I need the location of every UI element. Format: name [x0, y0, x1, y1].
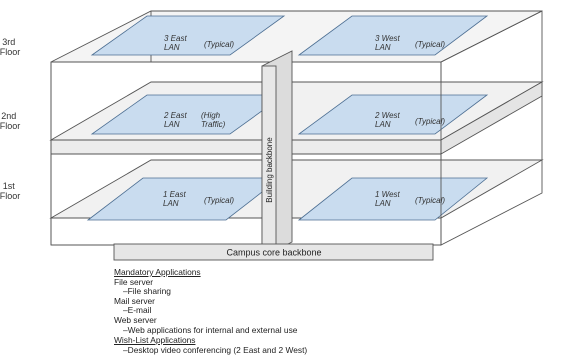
lan-2-west-note: (Typical) [415, 117, 445, 126]
floor-label-3: 3rd Floor [0, 37, 20, 57]
lan-3-east [90, 15, 286, 56]
applications-list: Mandatory Applications File server–File … [114, 267, 534, 356]
floor-labels: 3rd Floor 2nd Floor 1st Floor [0, 37, 20, 201]
wishlist-applications-heading: Wish-List Applications [114, 335, 196, 346]
lan-1-east-name: 1 East LAN [163, 190, 188, 208]
lan-1-west-name: 1 West LAN [375, 190, 402, 208]
mandatory-applications-heading: Mandatory Applications [114, 267, 201, 277]
lan-1-west [297, 177, 489, 221]
wishlist-applications: –Desktop video conferencing (2 East and … [114, 344, 534, 356]
mandatory-item: –File sharing [123, 286, 171, 297]
lan-3-east-name: 3 East LAN [164, 34, 189, 52]
mandatory-item: –Web applications for internal and exter… [123, 324, 298, 335]
lan-2-east-name: 2 East LAN [163, 111, 189, 129]
floor-label-1: 1st Floor [0, 181, 20, 201]
lan-labels: 3 East LAN (Typical) 3 West LAN (Typical… [163, 34, 445, 208]
mandatory-item: File server [114, 276, 154, 287]
campus-core-backbone: Campus core backbone [113, 243, 434, 261]
lan-3-east-note: (Typical) [204, 40, 234, 49]
lan-3-west [297, 15, 489, 56]
campus-core-backbone-label: Campus core backbone [226, 248, 321, 258]
lan-2-east-note: (High Traffic) [201, 111, 226, 129]
floor-label-2: 2nd Floor [0, 111, 20, 131]
mandatory-item: –E-mail [123, 305, 152, 316]
lan-1-east-note: (Typical) [204, 196, 234, 205]
mandatory-item: Mail server [114, 295, 155, 306]
building-backbone: Building backbone [261, 50, 293, 258]
lan-areas [86, 15, 489, 221]
lan-1-west-note: (Typical) [415, 196, 445, 205]
lan-3-west-note: (Typical) [415, 40, 445, 49]
lan-2-west [297, 94, 489, 135]
wishlist-item: –Desktop video conferencing (2 East and … [123, 344, 308, 355]
mandatory-item: Web server [114, 314, 157, 325]
lan-3-west-name: 3 West LAN [375, 34, 402, 52]
building-backbone-label: Building backbone [265, 137, 274, 203]
lan-2-west-name: 2 West LAN [374, 111, 402, 129]
